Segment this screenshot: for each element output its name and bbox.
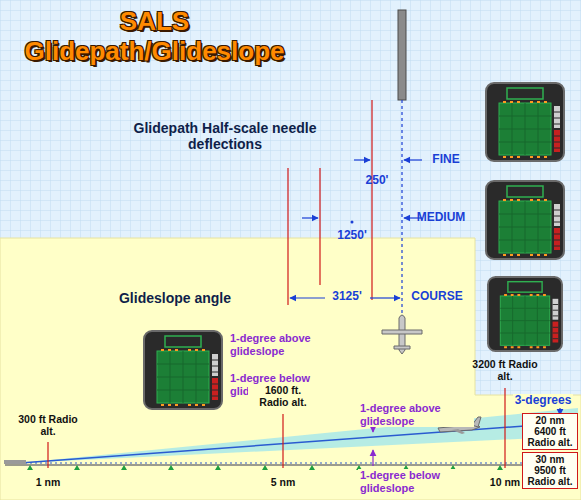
yellow-panel (0, 238, 581, 500)
ground-marker (215, 465, 221, 470)
wing (452, 429, 465, 434)
dimension-label: 250' (366, 174, 389, 188)
ground-reference (5, 463, 578, 464)
medium-limit (319, 168, 320, 285)
course-limit (287, 168, 288, 305)
dimension-arrow (302, 217, 318, 218)
distance-tick (504, 388, 505, 468)
dimension-arrow (370, 297, 400, 298)
runway (398, 10, 406, 100)
distance-label: 1 nm (36, 476, 61, 488)
ground-marker (121, 465, 127, 470)
altitude-label: 1600 ft. Radio alt. (248, 384, 318, 408)
altitude-box: 20 nm 6400 ft Radio alt. (522, 413, 578, 450)
distance-tick (282, 414, 283, 468)
diagram-title: SALS Glidepath/Glideslope (2, 6, 307, 66)
runway-side (4, 460, 26, 464)
ground-marker (168, 465, 174, 470)
ground-marker (74, 465, 80, 470)
glideslope-wedge (20, 408, 578, 463)
panel-heading: Glidepath Half-scale needle deflections (118, 120, 333, 152)
centerline (401, 100, 402, 318)
deviation-label: 1-degree above glideslope (358, 402, 474, 427)
dimension-arrow (354, 159, 370, 160)
altitude-label: 300 ft Radio alt. (16, 413, 80, 437)
altitude-label: 3200 ft Radio alt. (472, 358, 538, 382)
deviation-label: 1-degree above glideslope (230, 332, 340, 357)
instrument-fine (486, 83, 564, 161)
distance-tick (47, 442, 48, 468)
position-dot (351, 221, 354, 224)
tailplane (394, 346, 410, 349)
scale-label: COURSE (411, 290, 462, 304)
scale-label: MEDIUM (417, 211, 466, 225)
dimension-label: 3125' (332, 290, 362, 304)
scale-label: FINE (432, 153, 459, 167)
altitude-box: 30 nm 9500 ft Radio alt. (522, 452, 578, 489)
aircraft-top-view (382, 315, 422, 354)
ground-marker (262, 465, 268, 470)
dimension-arrow (290, 297, 325, 298)
altitude-text: 20 nm 6400 ft Radio alt. (525, 415, 575, 448)
instrument-course (488, 277, 562, 351)
altitude-text: 30 nm 9500 ft Radio alt. (525, 454, 575, 487)
deviation-label: 1-degree below glideslope (358, 469, 474, 494)
dimension-label: 1250' (337, 229, 367, 243)
glideslope-line (20, 422, 578, 463)
wing (382, 330, 422, 334)
ground-marker (497, 465, 503, 470)
ground-marker (309, 465, 315, 470)
instrument-glideslope (144, 331, 222, 409)
distance-label: 5 nm (271, 476, 296, 488)
panel-heading: Glideslope angle (119, 290, 231, 306)
ground-marker (27, 465, 33, 470)
distance-label: 10 nm (490, 476, 520, 488)
instrument-medium (486, 181, 564, 259)
angle-label: 3-degrees (513, 394, 574, 408)
dimension-arrow (404, 159, 422, 160)
deviation-arrow (372, 450, 373, 466)
fine-limit (371, 100, 372, 300)
ground-line (5, 464, 578, 466)
